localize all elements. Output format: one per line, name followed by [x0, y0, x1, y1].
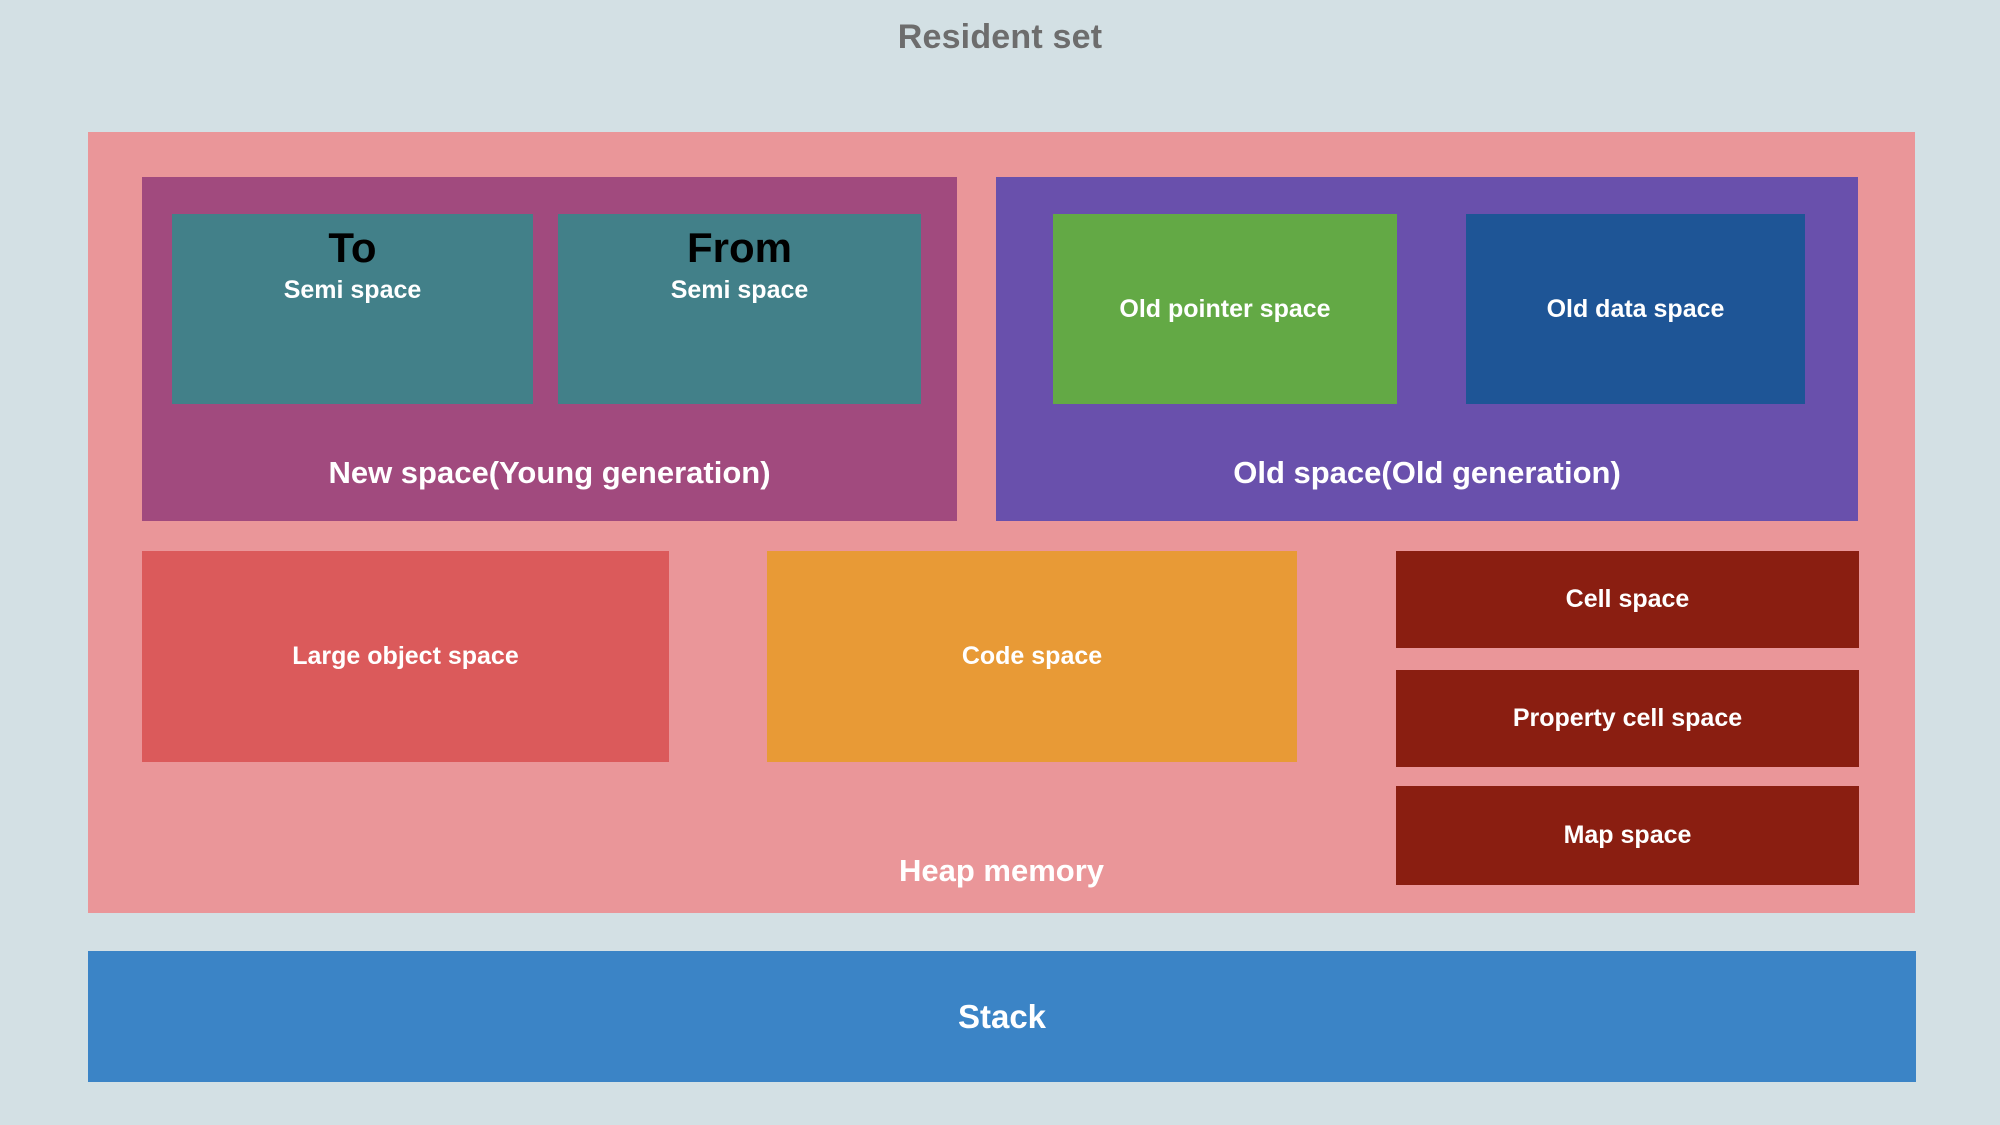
semi-space-from-title: From: [687, 224, 792, 271]
heap-memory-region: To Semi space From Semi space New space(…: [88, 132, 1915, 913]
code-space-box: Code space: [767, 551, 1297, 762]
semi-space-from-subtitle: Semi space: [670, 276, 809, 305]
cell-space-box: Cell space: [1396, 551, 1859, 648]
map-space-box: Map space: [1396, 786, 1859, 885]
old-data-space-box: Old data space: [1466, 214, 1805, 404]
page-title: Resident set: [897, 18, 1103, 56]
property-cell-space-box: Property cell space: [1396, 670, 1859, 767]
large-object-space-box: Large object space: [142, 551, 669, 762]
semi-space-to: To Semi space: [172, 214, 533, 404]
heap-memory-label: Heap memory: [898, 853, 1105, 888]
new-space-region: To Semi space From Semi space New space(…: [142, 177, 957, 521]
new-space-label: New space(Young generation): [328, 455, 771, 490]
old-pointer-space-box: Old pointer space: [1053, 214, 1397, 404]
old-space-label: Old space(Old generation): [1233, 455, 1621, 490]
stack-region: Stack: [88, 951, 1916, 1082]
semi-space-to-title: To: [328, 224, 377, 271]
semi-space-from: From Semi space: [558, 214, 921, 404]
old-space-region: Old pointer space Old data space Old spa…: [996, 177, 1858, 521]
semi-space-to-subtitle: Semi space: [283, 276, 422, 305]
